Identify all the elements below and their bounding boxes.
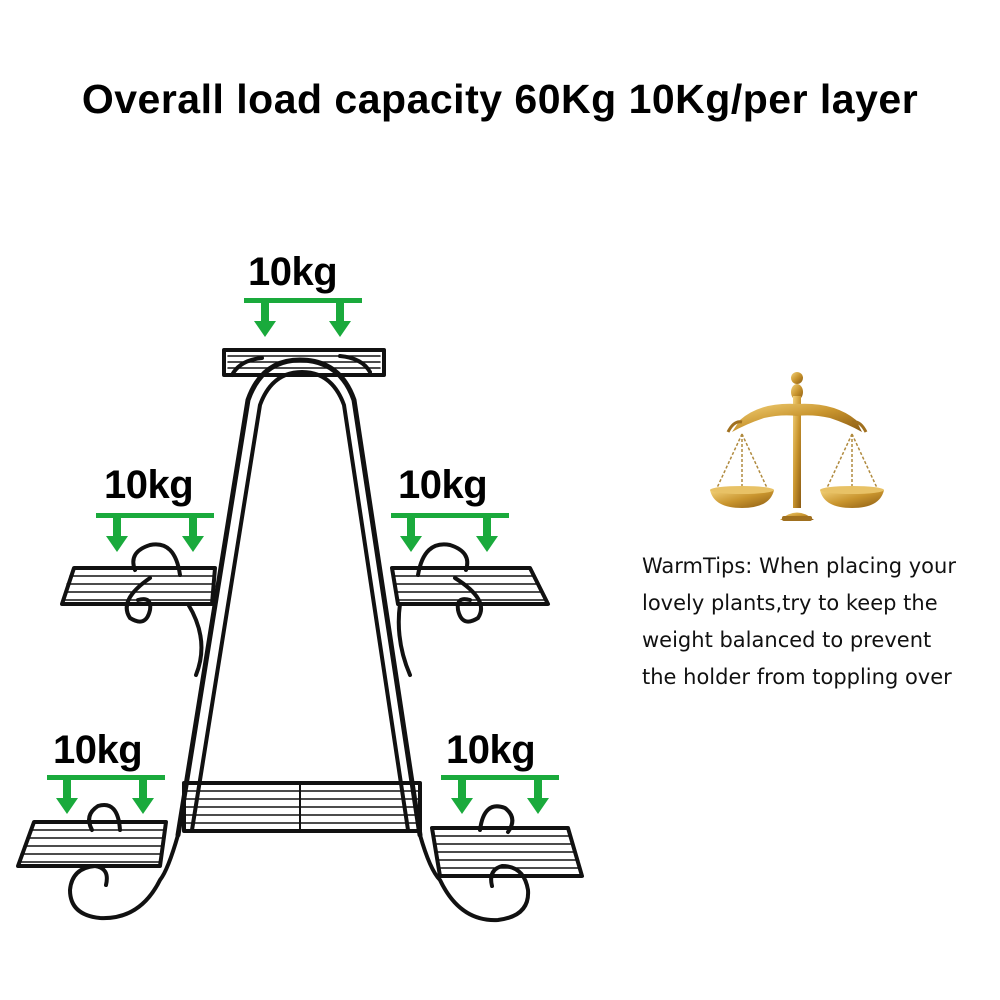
middle-left-arrows	[96, 513, 214, 552]
middle-right-arrows	[391, 513, 509, 552]
top-shelf-load: 10kg	[248, 250, 338, 294]
tips-line: weight balanced to prevent	[642, 628, 932, 652]
middle-right-shelf	[390, 542, 550, 677]
middle-left-shelf	[60, 542, 217, 677]
bottom-left-shelf-load: 10kg	[53, 728, 143, 772]
bottom-right-shelf	[418, 804, 584, 923]
middle-left-shelf-load: 10kg	[104, 463, 194, 507]
warm-tips: WarmTips: When placing your lovely plant…	[642, 548, 992, 696]
headline: Overall load capacity 60Kg 10Kg/per laye…	[81, 76, 919, 122]
bottom-right-shelf-load: 10kg	[446, 728, 536, 772]
tips-line: lovely plants,try to keep the	[642, 591, 938, 615]
tips-line: the holder from toppling over	[642, 665, 952, 689]
top-shelf	[222, 348, 386, 377]
top-arrows	[244, 298, 362, 337]
tips-line: WarmTips: When placing your	[642, 554, 956, 578]
bottom-left-arrows	[47, 775, 165, 814]
bottom-center-shelf	[182, 781, 422, 833]
middle-right-shelf-load: 10kg	[398, 463, 488, 507]
bottom-right-arrows	[441, 775, 559, 814]
bottom-left-shelf	[16, 803, 180, 921]
